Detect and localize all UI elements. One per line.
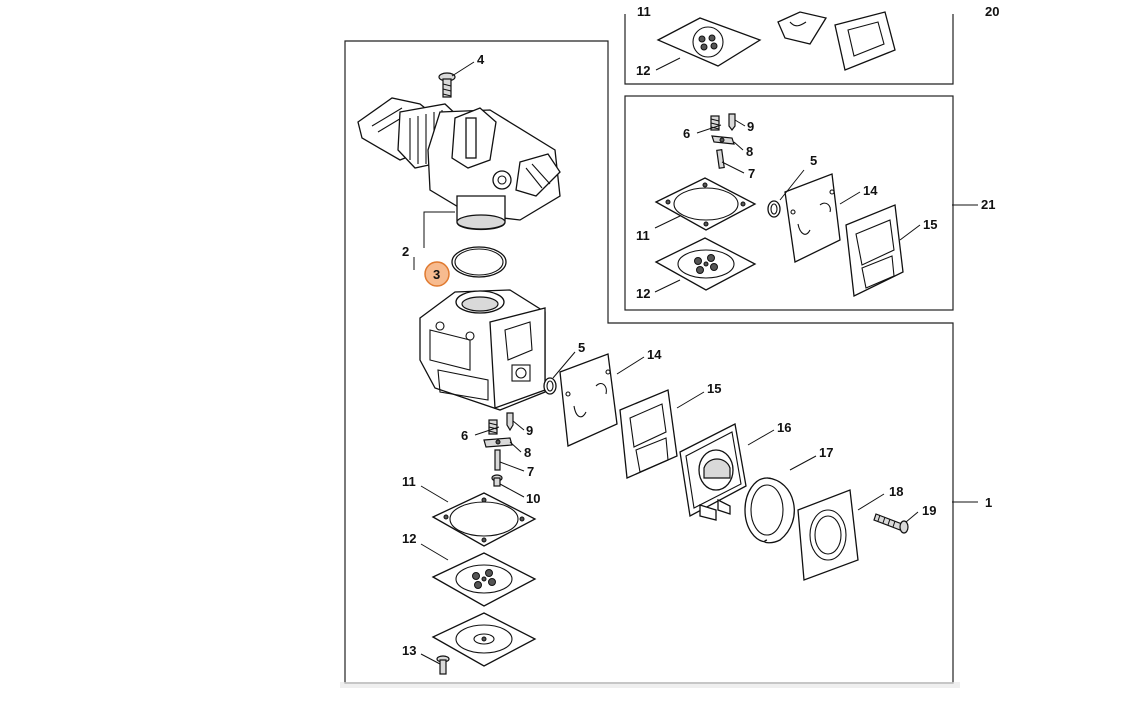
callout-10[interactable]: 10 bbox=[526, 491, 540, 506]
callout-3[interactable]: 3 bbox=[433, 267, 440, 282]
callout-4[interactable]: 4 bbox=[477, 52, 485, 67]
lever-8 bbox=[483, 437, 513, 448]
kit-callout-14[interactable]: 14 bbox=[863, 183, 878, 198]
screw-10 bbox=[491, 474, 503, 487]
diaphragm-cover bbox=[431, 612, 537, 667]
kit-needle-9 bbox=[728, 113, 736, 131]
needle-9 bbox=[506, 412, 514, 432]
callout-19[interactable]: 19 bbox=[922, 503, 936, 518]
kit-callout-12[interactable]: 12 bbox=[636, 286, 650, 301]
carburetor-body bbox=[419, 289, 546, 411]
screw-19 bbox=[873, 513, 909, 534]
callout-11-cut: 11 bbox=[637, 4, 651, 19]
kit-callout-15[interactable]: 15 bbox=[923, 217, 937, 232]
callout-labels: 1 21 20 11 12 4 2 3 5 14 15 16 17 18 19 … bbox=[402, 4, 999, 658]
kit-lever-8 bbox=[711, 135, 735, 145]
callout-13[interactable]: 13 bbox=[402, 643, 416, 658]
pin-7 bbox=[494, 449, 501, 471]
kit-oring-5 bbox=[767, 200, 781, 218]
highlight-marker-3[interactable] bbox=[424, 261, 450, 287]
callout-9[interactable]: 9 bbox=[526, 423, 533, 438]
callout-7[interactable]: 7 bbox=[527, 464, 534, 479]
callout-2[interactable]: 2 bbox=[402, 244, 409, 259]
kit-gasket-14 bbox=[784, 173, 841, 263]
callout-17[interactable]: 17 bbox=[819, 445, 833, 460]
leader-lines bbox=[413, 57, 978, 665]
kit-callout-5[interactable]: 5 bbox=[810, 153, 817, 168]
callout-20-cut: 20 bbox=[985, 4, 999, 19]
diaphragm-12 bbox=[431, 552, 537, 607]
callout-16[interactable]: 16 bbox=[777, 420, 791, 435]
callout-15[interactable]: 15 bbox=[707, 381, 721, 396]
callout-11[interactable]: 11 bbox=[402, 474, 416, 489]
pump-cover-16 bbox=[679, 423, 747, 521]
primer-bulb-17 bbox=[744, 477, 795, 544]
kit-spring-6 bbox=[710, 115, 720, 131]
callout-18[interactable]: 18 bbox=[889, 484, 903, 499]
oring-3 bbox=[451, 246, 507, 278]
kit-21-frame bbox=[624, 95, 954, 311]
kit-callout-9[interactable]: 9 bbox=[747, 119, 754, 134]
spring-6 bbox=[488, 419, 498, 435]
screw-13 bbox=[436, 655, 450, 675]
kit-callout-11[interactable]: 11 bbox=[636, 228, 650, 243]
screw-4 bbox=[438, 72, 456, 98]
kit-callout-7[interactable]: 7 bbox=[748, 166, 755, 181]
throttle-housing-2 bbox=[357, 97, 561, 231]
callout-5[interactable]: 5 bbox=[578, 340, 585, 355]
callout-1[interactable]: 1 bbox=[985, 495, 992, 510]
gasket-14 bbox=[559, 353, 618, 447]
top-kit-diaphragm-12 bbox=[656, 17, 762, 67]
gasket-15 bbox=[619, 389, 678, 479]
kit-pin-7 bbox=[716, 148, 725, 169]
callout-12[interactable]: 12 bbox=[402, 531, 416, 546]
kit-gasket-15 bbox=[845, 204, 904, 297]
oring-5 bbox=[543, 377, 557, 395]
callout-8[interactable]: 8 bbox=[524, 445, 531, 460]
gasket-11 bbox=[431, 492, 537, 547]
callout-21[interactable]: 21 bbox=[981, 197, 995, 212]
kit-callout-6[interactable]: 6 bbox=[683, 126, 690, 141]
flange-18 bbox=[797, 489, 859, 581]
kit-diaphragm-12 bbox=[654, 237, 757, 291]
kit-callout-8[interactable]: 8 bbox=[746, 144, 753, 159]
top-kit-gasket-15 bbox=[834, 11, 896, 71]
callout-top-12[interactable]: 12 bbox=[636, 63, 650, 78]
callout-14[interactable]: 14 bbox=[647, 347, 662, 362]
top-kit-gasket-14 bbox=[777, 11, 828, 45]
kit-gasket-11 bbox=[654, 177, 757, 231]
callout-6[interactable]: 6 bbox=[461, 428, 468, 443]
kit-top-frame bbox=[624, 14, 954, 85]
